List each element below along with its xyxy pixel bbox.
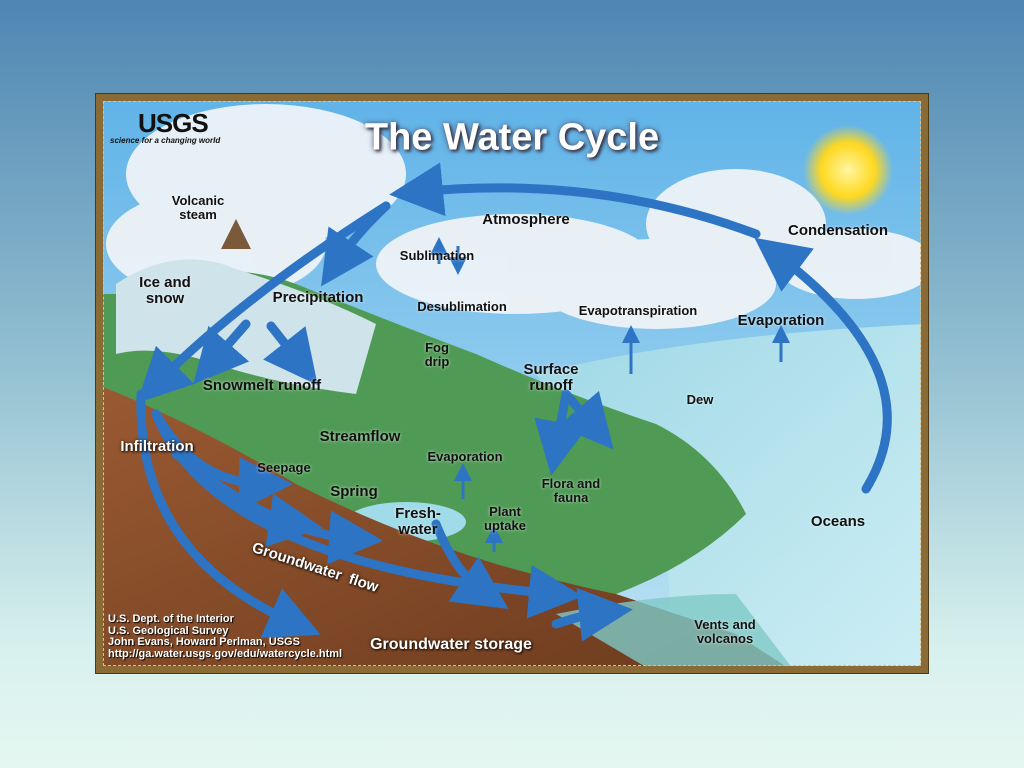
diagram-title: The Water Cycle: [364, 116, 660, 159]
label-seepage: Seepage: [257, 460, 311, 475]
usgs-logo: USGS science for a changing world: [110, 108, 221, 145]
label-dew: Dew: [686, 392, 714, 407]
label-streamflow: Streamflow: [319, 428, 401, 445]
label-precipitation: Precipitation: [272, 289, 364, 306]
sun-icon: [803, 125, 893, 215]
label-evaporation-ocean: Evaporation: [737, 312, 825, 329]
label-evaporation-lake: Evaporation: [427, 449, 503, 464]
label-freshwater: Fresh-water: [395, 505, 441, 538]
diagram-scene: [103, 101, 921, 666]
label-desublimation: Desublimation: [417, 299, 507, 314]
label-snowmelt-runoff: Snowmelt runoff: [202, 377, 322, 394]
water-cycle-diagram: [95, 93, 929, 674]
label-oceans: Oceans: [810, 513, 866, 530]
label-condensation: Condensation: [788, 222, 888, 239]
label-infiltration: Infiltration: [120, 438, 194, 455]
volcano: [221, 219, 251, 249]
label-evapotranspiration: Evapotranspiration: [578, 303, 698, 318]
flow-arrows: [136, 162, 892, 642]
credits: U.S. Dept. of the Interior U.S. Geologic…: [108, 613, 343, 660]
label-atmosphere: Atmosphere: [482, 211, 570, 228]
label-spring: Spring: [330, 483, 378, 500]
label-groundwater-storage: Groundwater storage: [370, 636, 532, 653]
label-sublimation: Sublimation: [399, 248, 475, 263]
